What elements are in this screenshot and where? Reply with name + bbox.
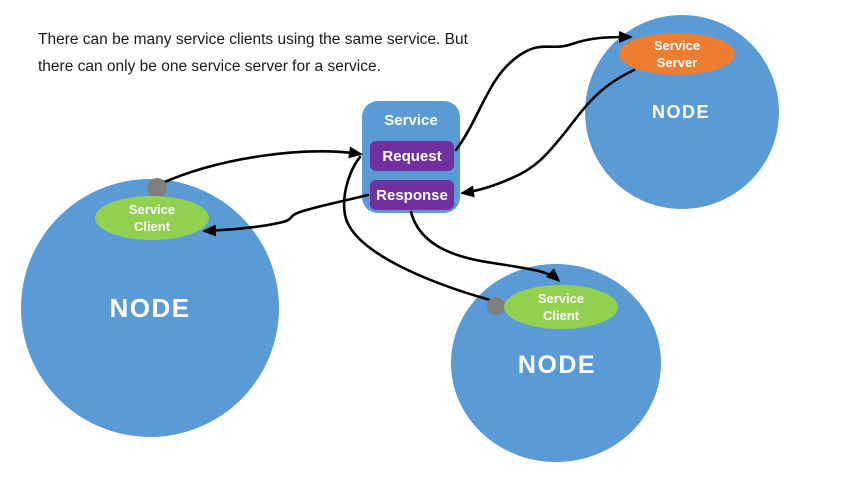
server-oval-line2: Server <box>657 55 697 70</box>
connector-server-to-response <box>460 68 636 198</box>
left-node-service-client-oval <box>95 196 209 240</box>
response-label: Response <box>376 187 448 204</box>
caption: There can be many service clients using … <box>38 26 508 80</box>
server-oval-line1: Service <box>654 38 700 53</box>
bottom-client-oval-line2: Client <box>543 308 580 323</box>
request-box <box>370 141 454 171</box>
top-right-node-label: NODE <box>652 102 710 122</box>
connector-response-to-left-client <box>202 193 370 237</box>
bottom-node-attachment-dot <box>487 297 505 315</box>
response-box <box>370 180 454 210</box>
connector-left-client-to-request <box>158 146 363 186</box>
bottom-client-oval-line1: Service <box>538 291 584 306</box>
caption-line-2: there can only be one service server for… <box>38 58 381 75</box>
service-server-oval <box>619 33 735 75</box>
request-label: Request <box>382 148 441 165</box>
left-client-oval-line2: Client <box>134 219 171 234</box>
left-node-label: NODE <box>109 293 190 323</box>
left-node-attachment-dot <box>147 178 167 198</box>
left-node-circle <box>21 179 279 437</box>
bottom-node-label: NODE <box>518 351 596 379</box>
bottom-node-service-client-oval <box>504 285 618 329</box>
service-box-title: Service <box>384 112 437 129</box>
caption-line-1: There can be many service clients using … <box>38 31 468 48</box>
connector-bottom-client-to-request <box>342 155 492 302</box>
connector-request-to-server <box>454 31 633 152</box>
left-client-oval-line1: Service <box>129 202 175 217</box>
connector-response-to-bottom-client <box>409 210 561 283</box>
